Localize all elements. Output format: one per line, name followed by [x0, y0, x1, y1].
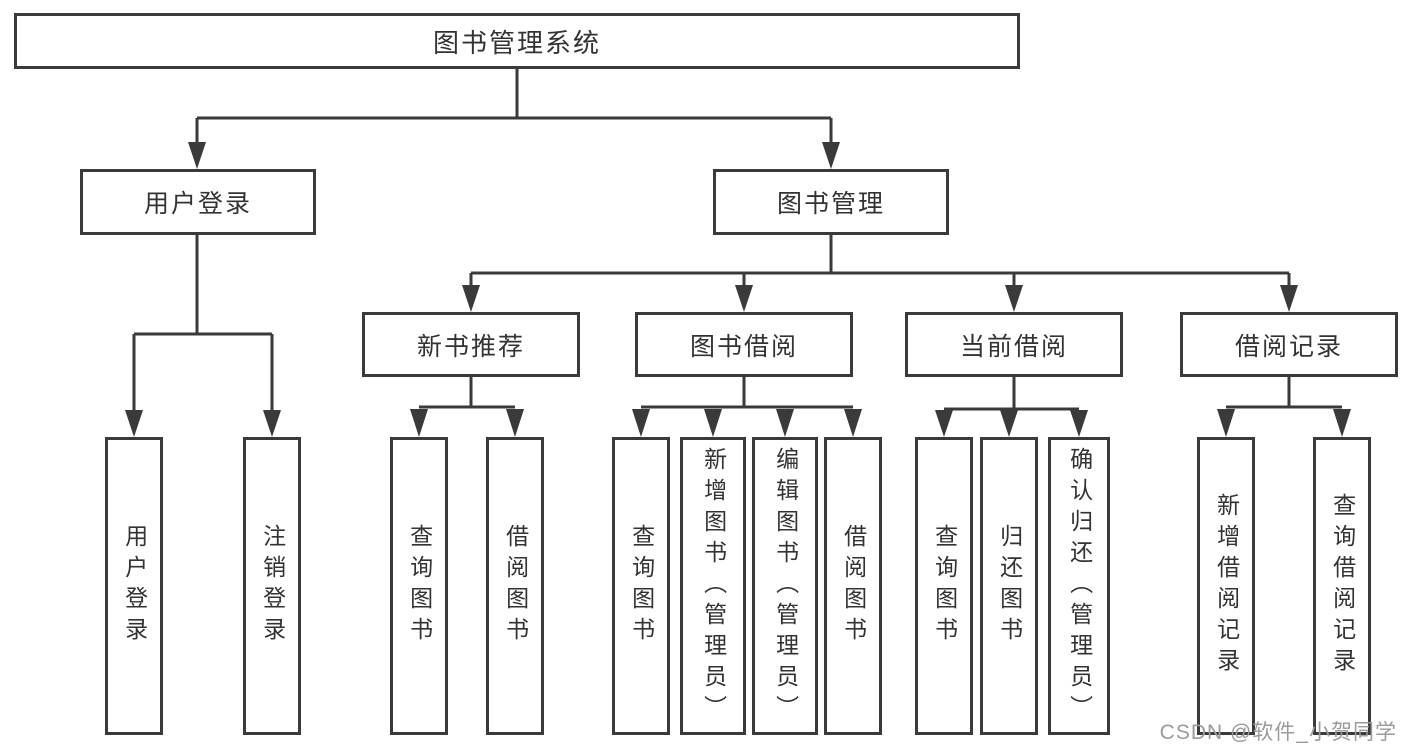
node-borrow-records: 借阅记录 — [1180, 312, 1398, 377]
node-book-borrow: 图书借阅 — [635, 312, 853, 377]
leaf-newbook-borrow-books-label: 借阅图书 — [502, 524, 529, 648]
leaf-user-login: 用户登录 — [105, 437, 163, 735]
watermark: CSDN @软件_小贺同学 — [1159, 721, 1397, 744]
node-current-borrow: 当前借阅 — [905, 312, 1123, 377]
leaf-borrow-query-books-label: 查询图书 — [628, 524, 655, 648]
leaf-current-confirm-return-admin-label: 确认归还（管理员） — [1066, 446, 1093, 726]
leaf-current-confirm-return-admin: 确认归还（管理员） — [1048, 437, 1110, 735]
node-book-management-label: 图书管理 — [776, 190, 885, 218]
node-book-borrow-label: 图书借阅 — [689, 332, 798, 361]
leaf-borrow-add-books-admin: 新增图书（管理员） — [680, 437, 746, 735]
leaf-borrow-edit-books-admin-label: 编辑图书（管理员） — [772, 446, 799, 726]
leaf-records-add-label: 新增借阅记录 — [1213, 493, 1240, 679]
node-user-login-label: 用户登录 — [143, 190, 252, 218]
leaf-records-query: 查询借阅记录 — [1313, 437, 1371, 735]
leaf-records-add: 新增借阅记录 — [1197, 437, 1255, 735]
node-new-book-recommend: 新书推荐 — [362, 312, 580, 377]
leaf-records-query-label: 查询借阅记录 — [1329, 493, 1356, 679]
leaf-borrow-borrow-books: 借阅图书 — [824, 437, 882, 735]
leaf-current-return-books-label: 归还图书 — [996, 524, 1023, 648]
node-root-system: 图书管理系统 — [14, 13, 1020, 69]
leaf-borrow-query-books: 查询图书 — [612, 437, 670, 735]
leaf-newbook-query-books-label: 查询图书 — [406, 524, 433, 648]
leaf-newbook-borrow-books: 借阅图书 — [486, 437, 544, 735]
leaf-current-return-books: 归还图书 — [980, 437, 1038, 735]
leaf-newbook-query-books: 查询图书 — [390, 437, 448, 735]
node-borrow-records-label: 借阅记录 — [1234, 332, 1343, 361]
node-root-label: 图书管理系统 — [432, 27, 601, 58]
node-current-borrow-label: 当前借阅 — [959, 332, 1068, 361]
leaf-borrow-borrow-books-label: 借阅图书 — [840, 524, 867, 648]
leaf-current-query-books: 查询图书 — [915, 437, 973, 735]
leaf-user-login-label: 用户登录 — [121, 524, 148, 648]
node-user-login: 用户登录 — [80, 169, 316, 235]
leaf-logout-login-label: 注销登录 — [259, 524, 286, 648]
leaf-logout-login: 注销登录 — [243, 437, 301, 735]
node-new-book-recommend-label: 新书推荐 — [416, 332, 525, 361]
leaf-current-query-books-label: 查询图书 — [931, 524, 958, 648]
leaf-borrow-edit-books-admin: 编辑图书（管理员） — [752, 437, 818, 735]
node-book-management: 图书管理 — [713, 169, 949, 235]
leaf-borrow-add-books-admin-label: 新增图书（管理员） — [700, 446, 727, 726]
